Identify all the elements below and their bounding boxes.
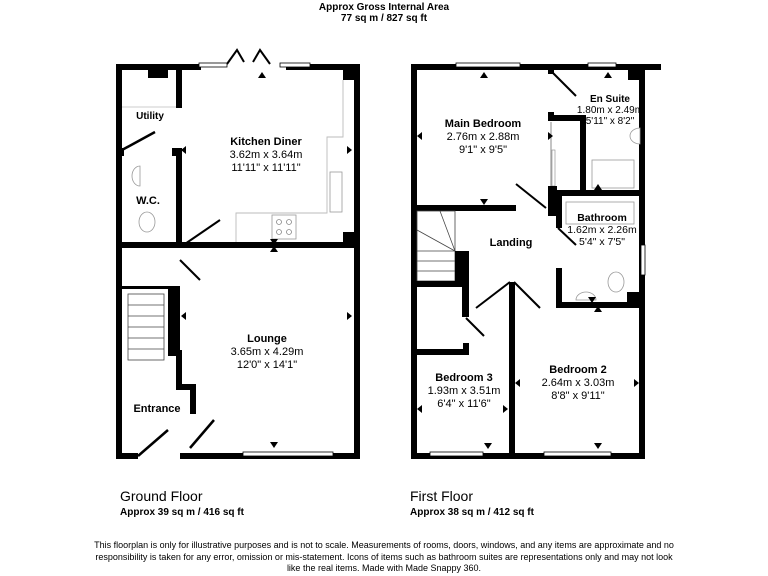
room-bedroom-2: Bedroom 2 2.64m x 3.03m 8'8" x 9'11": [541, 364, 615, 402]
wc-door: [121, 130, 156, 152]
front-door: [137, 429, 169, 457]
gross-area-heading: Approx Gross Internal Area: [318, 2, 450, 13]
dimension-arrows: [417, 72, 639, 449]
ground-floor-name: Ground Floor: [120, 488, 203, 504]
room-landing: Landing: [489, 237, 533, 249]
room-kitchen-diner: Kitchen Diner 3.62m x 3.64m 11'11" x 11'…: [229, 136, 303, 174]
room-en-suite: En Suite 1.80m x 2.49m 5'11" x 8'2": [576, 94, 644, 127]
room-main-bedroom: Main Bedroom 2.76m x 2.88m 9'1" x 9'5": [444, 118, 522, 156]
room-bedroom-3: Bedroom 3 1.93m x 3.51m 6'4" x 11'6": [427, 372, 501, 410]
gross-area-value: 77 sq m / 827 sq ft: [340, 13, 428, 24]
stairs-icon: [416, 210, 456, 282]
basin-icon: [131, 165, 141, 187]
window: [198, 62, 228, 68]
first-floor-name: First Floor: [410, 488, 473, 504]
disclaimer-text: This floorplan is only for illustrative …: [94, 540, 674, 573]
room-bathroom: Bathroom 1.62m x 2.26m 5'4" x 7'5": [567, 212, 637, 248]
stairs-icon: [127, 293, 165, 361]
hob-icon: [271, 214, 297, 240]
toilet-icon: [138, 211, 156, 233]
ground-floor-plan: [116, 48, 360, 459]
sink-icon: [329, 171, 343, 213]
room-wc: W.C.: [136, 195, 160, 207]
room-entrance: Entrance: [133, 403, 181, 415]
first-floor-area: Approx 38 sq m / 412 sq ft: [410, 507, 534, 518]
bath-icon: [591, 159, 635, 189]
first-floor-plan: [411, 62, 661, 459]
room-lounge: Lounge 3.65m x 4.29m 12'0" x 14'1": [230, 333, 304, 371]
ground-floor-caption: Ground Floor Approx 39 sq m / 416 sq ft: [120, 488, 244, 518]
ground-floor-area: Approx 39 sq m / 416 sq ft: [120, 507, 244, 518]
french-door: [226, 48, 245, 65]
wall: [116, 64, 122, 459]
room-utility: Utility: [136, 111, 164, 122]
gross-area-title: Approx Gross Internal Area 77 sq m / 827…: [0, 2, 768, 24]
first-floor-caption: First Floor Approx 38 sq m / 412 sq ft: [410, 488, 534, 518]
dimension-arrows: [181, 72, 352, 448]
